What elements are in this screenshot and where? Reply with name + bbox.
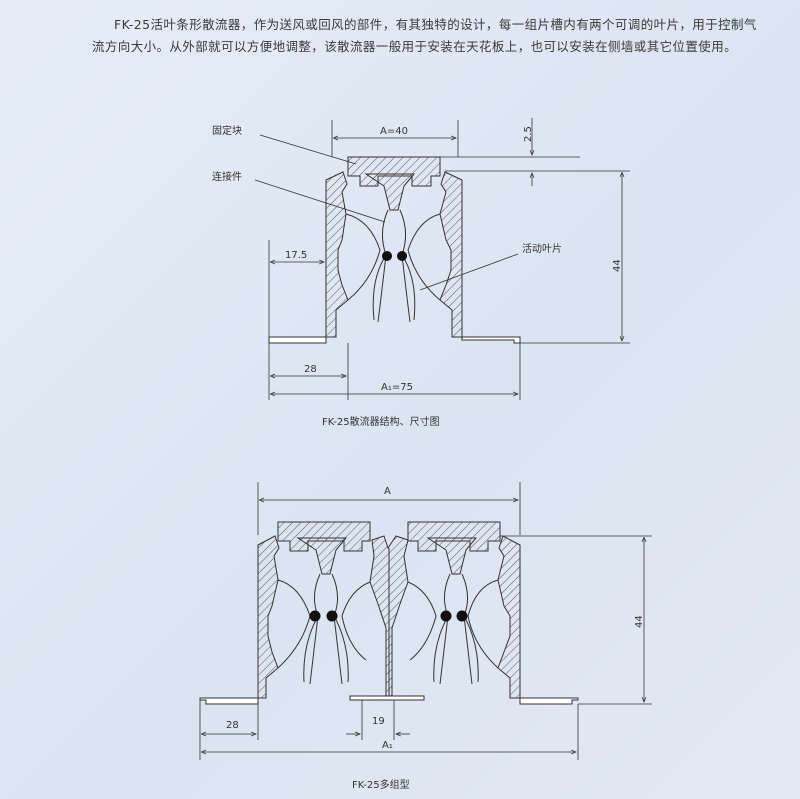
label-fixed-block: 固定块: [212, 124, 242, 137]
pivot-r2: [456, 610, 468, 622]
intro-paragraph: FK-25活叶条形散流器，作为送风或回风的部件，有其独特的设计，每一组片槽内有两…: [92, 14, 764, 58]
dim-height: 44: [612, 259, 623, 272]
figure1-diffuser-section: [268, 156, 521, 344]
figure2-multi-section: [199, 521, 579, 705]
dim2-height: 44: [634, 615, 645, 628]
dim-side: 17.5: [285, 250, 307, 261]
right-blade: [399, 209, 416, 323]
right-inner-lobe: [407, 213, 441, 301]
dim2-flange: 28: [226, 720, 239, 731]
outer-left-wall: [257, 535, 280, 699]
flange-left: [199, 697, 259, 705]
flange-right: [519, 697, 579, 705]
dim-flange: 28: [304, 364, 317, 375]
dim-A1: A₁=75: [381, 382, 413, 393]
dim-top-gap: 2.5: [523, 126, 534, 142]
dim2-gap: 19: [372, 716, 385, 727]
figure2-caption: FK-25多组型: [352, 778, 410, 791]
pivot-r1: [440, 610, 452, 622]
connector-left: [296, 537, 348, 575]
figure2-labels: A 44 28 19 A₁ FK-25多组型: [226, 486, 645, 791]
figure1-caption: FK-25散流器结构、尺寸图: [322, 415, 440, 428]
flange-mid: [349, 695, 425, 701]
left-inner-lobe: [345, 213, 381, 301]
dim2-A: A: [384, 486, 391, 497]
dim-A: A=40: [380, 126, 408, 137]
connector-right: [426, 537, 478, 575]
outer-right-wall: [497, 535, 521, 699]
left-pivot: [382, 251, 392, 261]
right-pivot: [397, 251, 407, 261]
figure1-dimensions: [254, 118, 630, 400]
figure1-labels: A=40 2.5 44 17.5 28 A₁=75 固定块 连接件 活动叶片 F…: [212, 124, 623, 428]
figure2-dimensions: [199, 482, 652, 760]
right-flange: [461, 336, 521, 344]
pivot-l1: [309, 610, 321, 622]
pivot-l2: [326, 610, 338, 622]
left-flange: [268, 336, 327, 344]
connector: [364, 173, 416, 211]
left-wall: [325, 171, 349, 338]
label-blade: 活动叶片: [522, 242, 562, 255]
dim2-A1: A₁: [382, 740, 393, 751]
label-connector: 连接件: [212, 170, 242, 183]
right-wall: [439, 171, 463, 338]
intro-text: FK-25活叶条形散流器，作为送风或回风的部件，有其独特的设计，每一组片槽内有两…: [92, 17, 757, 54]
left-blade: [372, 209, 389, 323]
